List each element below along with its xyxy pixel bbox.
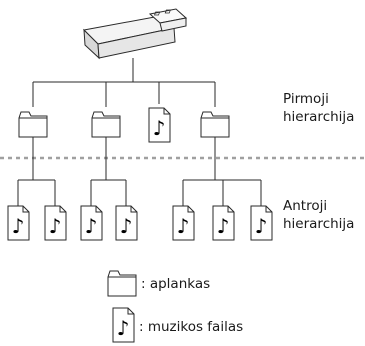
- legend-music-file-icon: [112, 307, 135, 343]
- music-file-icon: [7, 205, 30, 241]
- legend-folder-text: : aplankas: [141, 276, 211, 292]
- second-level-label: Antroji hierarchija: [283, 197, 354, 233]
- music-file-icon: [250, 205, 273, 241]
- first-level-label: Pirmoji hierarchija: [283, 90, 354, 126]
- legend-music-text: : muzikos failas: [139, 319, 244, 335]
- tree-connectors-level1: [32, 58, 216, 107]
- tree-connectors-level2: [17, 137, 262, 206]
- music-file-icon: [80, 205, 103, 241]
- first-level-label-line2: hierarchija: [283, 109, 355, 125]
- usb-drive-icon: [82, 8, 188, 60]
- music-file-icon: [44, 205, 67, 241]
- music-file-icon: [148, 107, 171, 143]
- second-level-label-line2: hierarchija: [283, 216, 355, 232]
- music-file-icon: [172, 205, 195, 241]
- folder-icon: [200, 111, 230, 138]
- music-file-icon: [115, 205, 138, 241]
- second-level-label-line1: Antroji: [283, 198, 328, 214]
- first-level-label-line1: Pirmoji: [283, 91, 329, 107]
- folder-icon: [18, 111, 48, 138]
- legend-folder-icon: [107, 270, 137, 297]
- folder-icon: [91, 111, 121, 138]
- music-file-icon: [212, 205, 235, 241]
